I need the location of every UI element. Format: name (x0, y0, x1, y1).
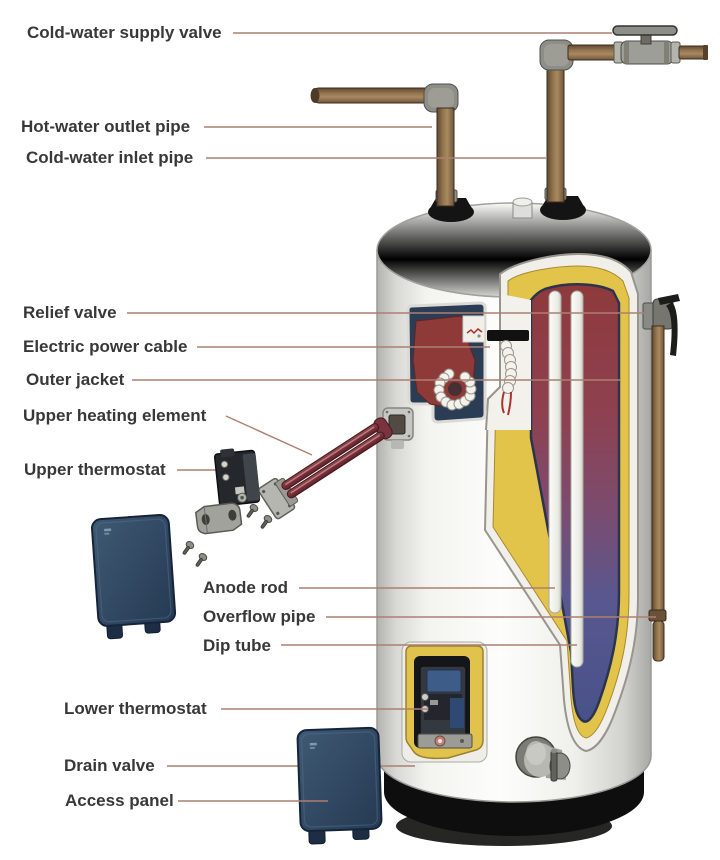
label-dip-tube: Dip tube (203, 636, 271, 655)
cutaway (483, 252, 639, 753)
spark-wires-icon (466, 328, 483, 335)
label-cold-water-inlet-pipe: Cold-water inlet pipe (26, 148, 194, 167)
upper-heating-element (257, 417, 393, 520)
label-anode-rod: Anode rod (203, 578, 288, 597)
label-access-panel: Access panel (65, 791, 174, 810)
anode-port-cap (512, 197, 533, 219)
overflow-pipe (648, 325, 667, 662)
lower-thermostat-cavity (401, 641, 488, 763)
label-drain-valve: Drain valve (64, 756, 155, 775)
drain-valve (515, 736, 571, 782)
relief-valve-handle (658, 294, 680, 305)
hot-water-outlet-pipe (310, 83, 459, 207)
label-upper-heating-element: Upper heating element (23, 406, 207, 425)
anode-rod (548, 290, 562, 614)
leader-lines (127, 32, 656, 767)
mounting-bracket (195, 502, 243, 535)
upper-thermostat-device (213, 448, 261, 507)
panel-logo-mark (309, 742, 317, 749)
label-cold-water-supply-valve: Cold-water supply valve (27, 23, 222, 42)
piping (310, 25, 708, 662)
panel-logo-mark (104, 528, 112, 535)
label-hot-water-outlet-pipe: Hot-water outlet pipe (21, 117, 191, 136)
cold-water-supply-valve (612, 25, 708, 65)
label-lower-thermostat: Lower thermostat (64, 699, 207, 718)
lower-thermostat-device (417, 665, 473, 749)
label-overflow-pipe: Overflow pipe (203, 607, 316, 626)
label-relief-valve: Relief valve (23, 303, 117, 322)
power-conduit-coil (500, 340, 517, 394)
power-wires (501, 391, 505, 414)
upper-thermostat-cavity (406, 301, 487, 424)
valve-handle (612, 25, 678, 36)
upper-access-panel (91, 514, 177, 640)
exploded-parts (91, 417, 393, 845)
cold-water-inlet-pipe (539, 39, 621, 203)
relief-valve (642, 294, 680, 356)
cavity-notch (462, 315, 486, 343)
label-upper-thermostat: Upper thermostat (24, 460, 166, 479)
dip-tube (570, 290, 584, 668)
power-connection-bar (487, 330, 529, 341)
label-outer-jacket: Outer jacket (26, 370, 125, 389)
lower-access-panel (296, 726, 383, 845)
screws (182, 504, 273, 567)
tank (376, 187, 652, 846)
power-connection (487, 330, 529, 416)
leader-upper-heating-element (225, 415, 313, 456)
label-electric-power-cable: Electric power cable (23, 337, 188, 356)
